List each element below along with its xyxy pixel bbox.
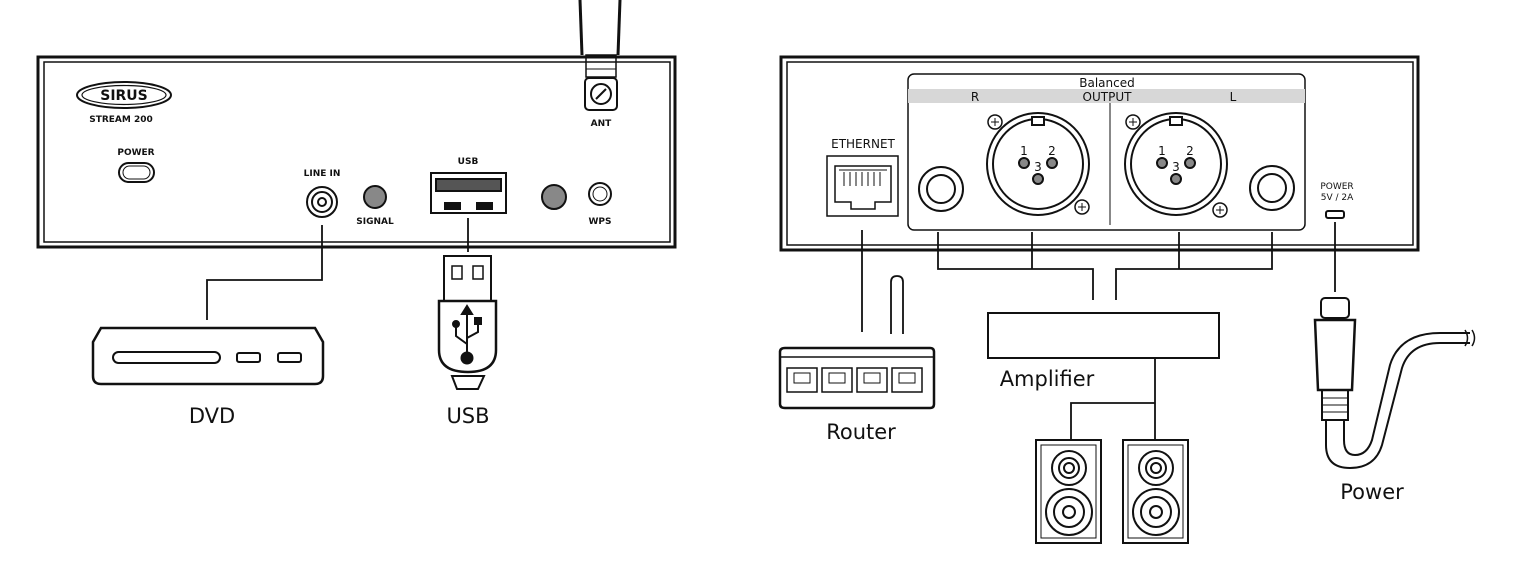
xlr-right-pin-2: 2 <box>1048 144 1056 158</box>
front-panel <box>36 0 677 249</box>
router-uplink-cable <box>890 275 904 334</box>
rca-output-right[interactable] <box>918 166 964 212</box>
router-label: Router <box>826 420 896 444</box>
power-device-label: Power <box>1340 480 1404 504</box>
amplifier-label: Amplifier <box>1000 367 1095 391</box>
dvd-player-icon <box>91 326 325 386</box>
dvd-label: DVD <box>189 404 235 428</box>
left-output-wires <box>1115 232 1273 300</box>
xlr-right-pin-3: 3 <box>1034 160 1042 174</box>
usb-device-label: USB <box>446 404 489 428</box>
router-icon <box>778 346 936 410</box>
balanced-label: Balanced <box>1079 76 1134 90</box>
xlr-left-pin-1: 1 <box>1158 144 1166 158</box>
brand-logo-text: SIRUS <box>100 88 148 104</box>
wps-label: WPS <box>588 217 611 227</box>
line-in-cable <box>206 225 323 320</box>
antenna-label: ANT <box>591 119 612 129</box>
wps-led <box>541 184 567 210</box>
sirus-logo <box>76 81 172 109</box>
amplifier-icon <box>987 312 1220 359</box>
speaker-left-icon <box>1035 439 1102 544</box>
power-plug-icon <box>1313 297 1476 470</box>
xlr-left-pin-3: 3 <box>1172 160 1180 174</box>
left-channel-label: L <box>1230 90 1237 104</box>
power-button[interactable] <box>118 162 155 183</box>
rca-output-left[interactable] <box>1249 165 1295 211</box>
line-in-jack[interactable] <box>306 186 338 218</box>
usb-port[interactable] <box>430 172 507 214</box>
usb-stick-icon <box>437 255 498 390</box>
antenna-icon <box>578 0 622 111</box>
ethernet-port[interactable] <box>826 155 899 217</box>
xlr-output-right[interactable] <box>986 112 1090 216</box>
speaker-right-icon <box>1122 439 1189 544</box>
right-channel-label: R <box>971 90 979 104</box>
signal-label: SIGNAL <box>356 217 394 227</box>
ethernet-label: ETHERNET <box>831 137 895 151</box>
power-rating-label: 5V / 2A <box>1321 193 1354 203</box>
rear-panel <box>779 55 1420 252</box>
xlr-right-pin-1: 1 <box>1020 144 1028 158</box>
signal-led <box>363 185 387 209</box>
power-input-port[interactable] <box>1325 210 1345 219</box>
wps-button[interactable] <box>588 182 612 206</box>
model-label: STREAM 200 <box>89 115 153 125</box>
usb-port-label: USB <box>458 157 479 167</box>
power-button-label: POWER <box>117 148 154 158</box>
power-input-label: POWER <box>1320 182 1353 192</box>
output-label: OUTPUT <box>1083 90 1133 104</box>
xlr-output-left[interactable] <box>1124 112 1228 218</box>
line-in-label: LINE IN <box>304 169 341 179</box>
speaker-wires <box>1070 358 1156 440</box>
right-output-wires <box>937 232 1094 300</box>
xlr-left-pin-2: 2 <box>1186 144 1194 158</box>
